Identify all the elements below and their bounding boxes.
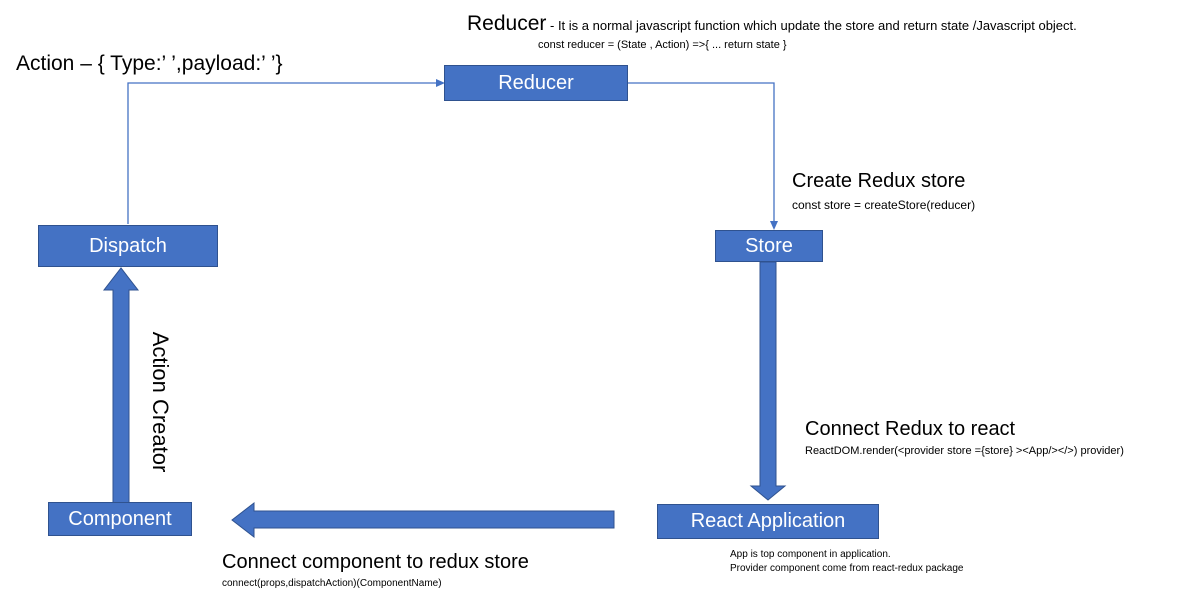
dispatch-to-reducer-connector <box>127 82 438 224</box>
connect-redux-code: ReactDOM.render(<provider store ={store}… <box>805 445 1124 457</box>
reducer-note-description: - It is a normal javascript function whi… <box>546 18 1077 33</box>
reducer-to-store-arrowhead <box>770 221 778 230</box>
action-creator-label: Action Creator <box>148 331 173 473</box>
reducer-to-store-connector <box>628 82 775 223</box>
create-store-title: Create Redux store <box>792 170 966 192</box>
component-to-dispatch-arrow <box>102 267 140 504</box>
dispatch-node: Dispatch <box>38 225 218 267</box>
reducer-node: Reducer <box>444 65 628 101</box>
store-node: Store <box>715 230 823 262</box>
component-node: Component <box>48 502 192 536</box>
connect-component-title: Connect component to redux store <box>222 551 529 573</box>
react-app-node: React Application <box>657 504 879 539</box>
connect-component-code: connect(props,dispatchAction)(ComponentN… <box>222 578 442 589</box>
app-note-line1: App is top component in application. <box>730 549 891 560</box>
reducer-note-title: Reducer <box>467 12 547 35</box>
react-app-to-component-arrow <box>231 501 615 539</box>
reducer-note: Reducer - It is a normal javascript func… <box>467 12 1077 36</box>
store-to-react-app-arrow <box>749 261 787 501</box>
create-store-code: const store = createStore(reducer) <box>792 198 976 212</box>
app-note-line2: Provider component come from react-redux… <box>730 563 964 574</box>
connect-redux-title: Connect Redux to react <box>805 418 1016 440</box>
reducer-code: const reducer = (State , Action) =>{ ...… <box>538 39 787 51</box>
action-label: Action – { Type:’ ’,payload:’ ’} <box>16 52 283 75</box>
dispatch-to-reducer-arrowhead <box>436 79 445 87</box>
